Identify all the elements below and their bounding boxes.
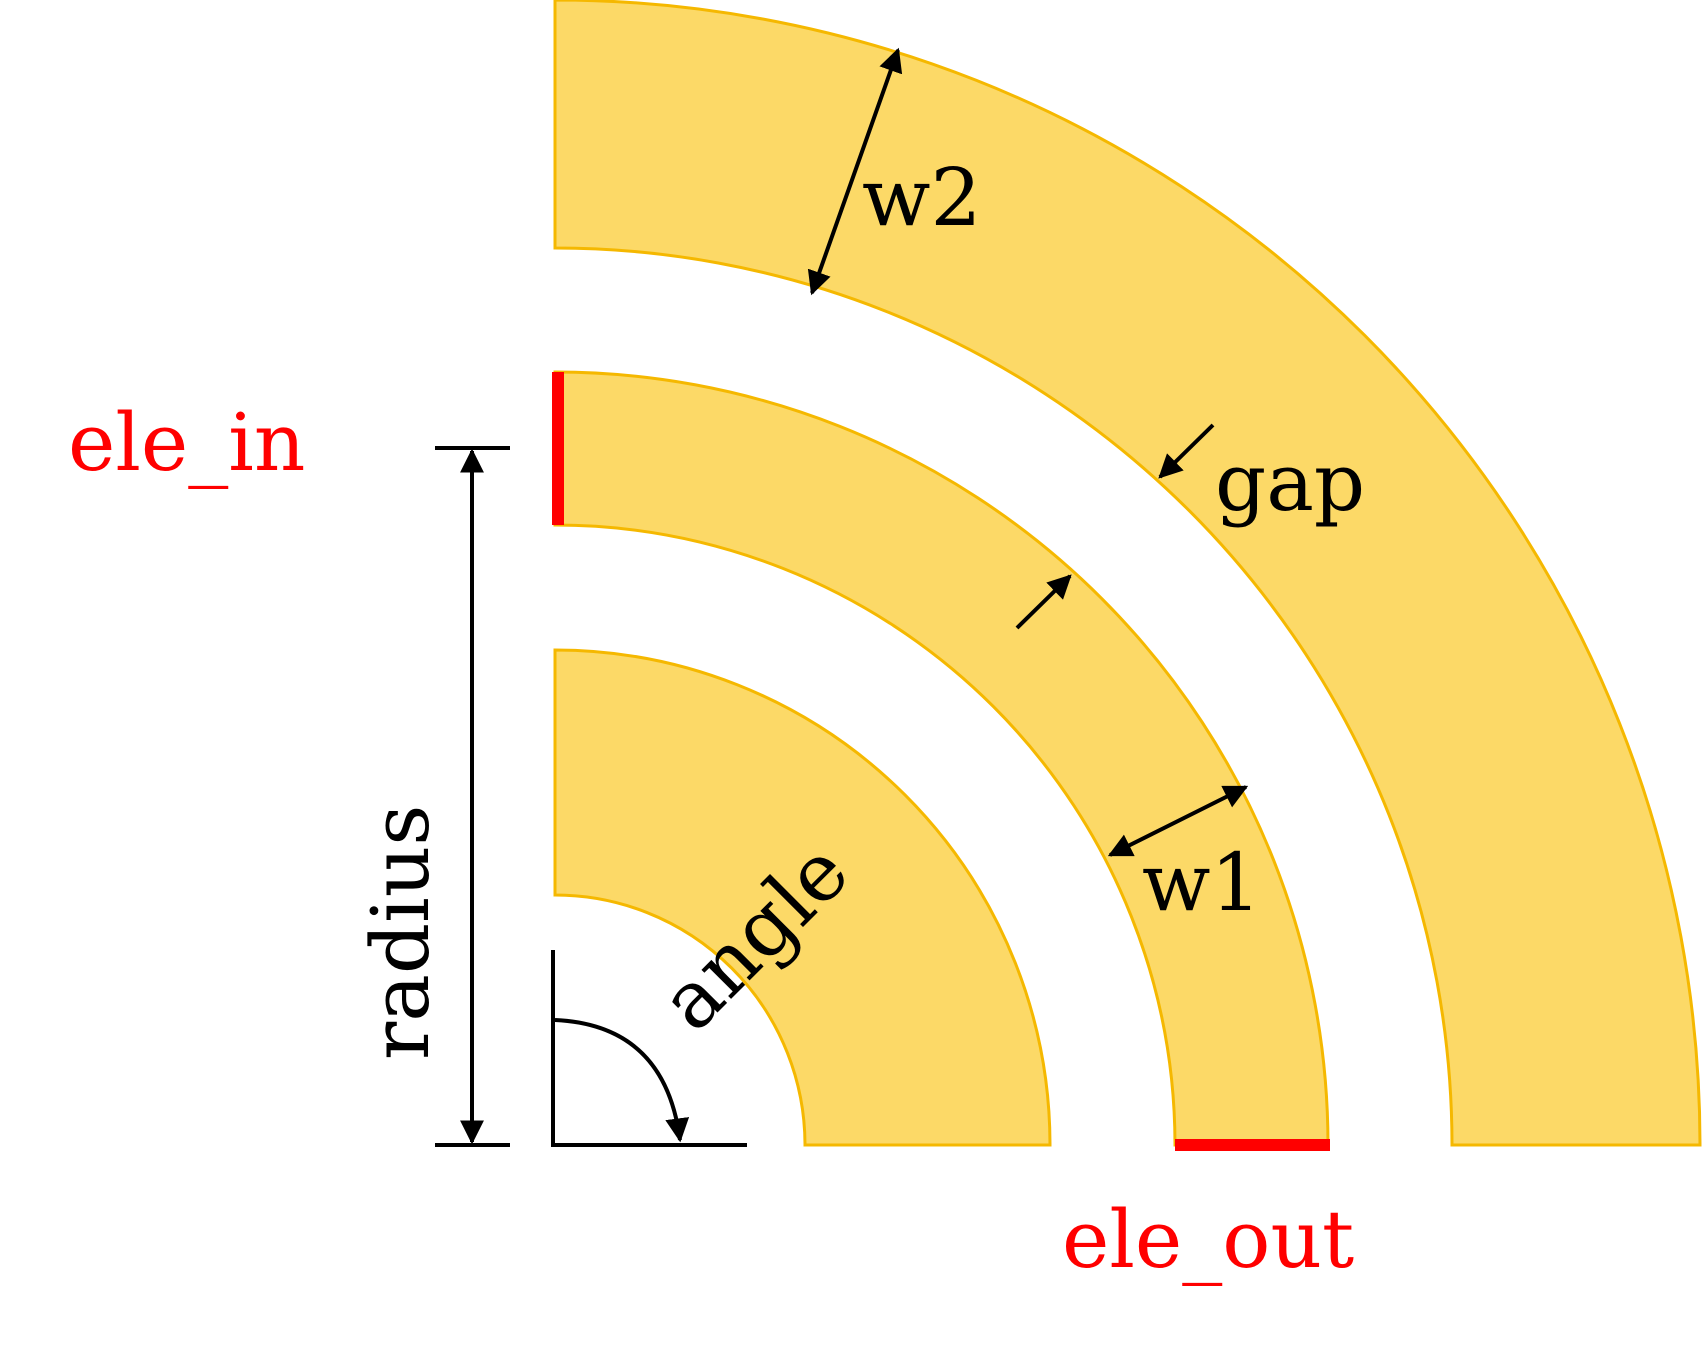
w2-label: w2: [862, 151, 981, 244]
w2-dimension-arrow: [807, 47, 903, 296]
w1-dimension-arrow: [1107, 785, 1249, 857]
angle-arc-arrow: [554, 1018, 690, 1143]
gap-inner-arrow: [1015, 574, 1072, 630]
ele-out-label: ele_out: [1062, 1193, 1354, 1286]
gap-label: gap: [1215, 436, 1365, 529]
w1-label: w1: [1142, 836, 1261, 929]
middle-arc-segment: [553, 370, 1330, 1147]
inner-arc-segment: [553, 648, 1052, 1147]
radius-label: radius: [354, 805, 447, 1060]
ele-in-label: ele_in: [68, 396, 305, 489]
gap-outer-arrow: [1158, 423, 1215, 479]
